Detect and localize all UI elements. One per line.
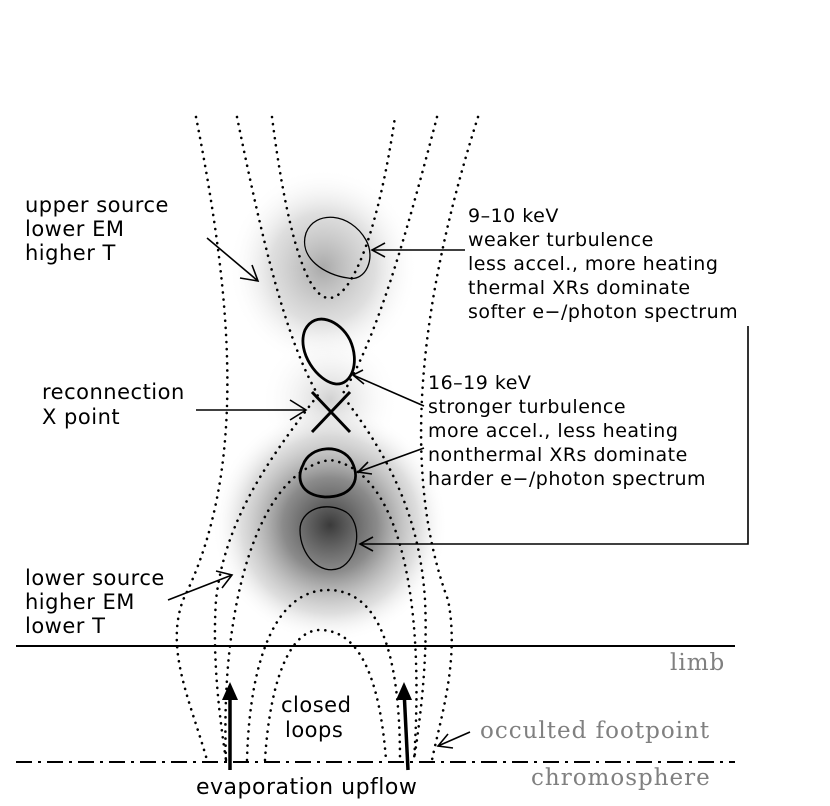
occulted-footpoint-label: occulted footpoint [480,718,710,744]
arrow-occulted-footpoint [436,731,471,749]
high-energy-label: 16–19 keV stronger turbulence more accel… [428,372,706,490]
field-line-mid-left [213,115,320,762]
field-line-mid-right [340,115,439,762]
arrow-evaporation-right [396,682,412,771]
field-line-outer-left [175,115,229,762]
lower-hard-contour [298,447,357,499]
bracket-low-energy [358,326,749,552]
lower-soft-contour [299,506,358,571]
upper-source-label: upper source lower EM higher T [25,193,176,265]
arrow-evaporation-left [222,682,238,770]
reconnection-line-2: X point [42,405,120,429]
closed-loops-line-1: closed [281,693,351,717]
high-energy-line-2: stronger turbulence [428,396,626,418]
lower-source-label: lower source higher EM lower T [25,566,172,638]
high-energy-line-1: 16–19 keV [428,372,531,394]
x-point-stroke-2 [310,390,352,434]
upper-source-line-2: lower EM [25,217,124,241]
field-line-outer-right [419,115,480,762]
arrow-high-energy-upper [351,369,425,407]
low-energy-line-4: thermal XRs dominate [468,277,691,299]
upper-hard-contour [301,317,356,386]
lower-source-line-3: lower T [25,614,105,638]
upper-source-line-3: higher T [25,241,116,265]
upper-source-contour [303,216,371,279]
high-energy-line-5: harder e−/photon spectrum [428,468,706,490]
reconnection-label: reconnection X point [42,380,192,429]
low-energy-line-3: less accel., more heating [468,253,718,275]
upper-source-glow [228,168,418,368]
closed-loops-label: closed loops [281,693,359,742]
lower-source-line-2: higher EM [25,590,135,614]
high-energy-line-4: nonthermal XRs dominate [428,444,688,466]
upper-source-line-1: upper source [25,193,169,217]
chromosphere-label: chromosphere [531,765,711,791]
arrow-high-energy-lower [356,447,425,475]
closed-loop-outer [245,588,402,762]
low-energy-line-2: weaker turbulence [468,229,654,251]
closed-loops-line-2: loops [285,718,343,742]
low-energy-line-1: 9–10 keV [468,205,559,227]
lower-source-line-1: lower source [25,566,165,590]
arrow-lower-source [167,570,234,601]
arrow-low-energy [370,242,465,258]
evaporation-label: evaporation upflow [196,775,417,800]
low-energy-line-5: softer e−/photon spectrum [468,301,738,323]
field-line-upper-cusp [270,115,397,300]
limb-label: limb [670,650,725,676]
low-energy-label: 9–10 keV weaker turbulence less accel., … [468,205,738,323]
arrow-reconnection [196,399,308,421]
lower-source-glow [212,407,448,643]
arrow-upper-source [206,237,260,283]
high-energy-line-3: more accel., less heating [428,420,678,442]
reconnection-line-1: reconnection [42,380,185,404]
